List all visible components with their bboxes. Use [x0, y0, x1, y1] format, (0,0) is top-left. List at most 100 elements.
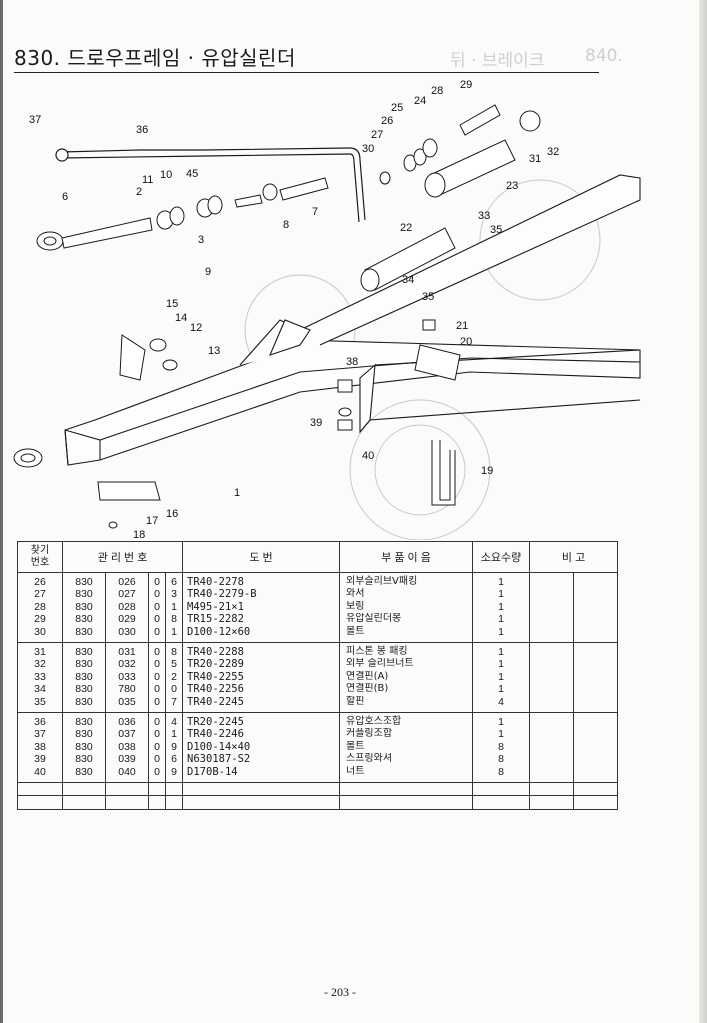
cell-dwg: TR40-2256 — [182, 683, 341, 696]
cell-no: 29 — [17, 613, 63, 626]
callout-22: 22 — [400, 222, 412, 234]
cell-a: 0 — [148, 740, 166, 754]
callout-numbers: 1 2 3 6 7 8 9 10 11 12 13 14 15 16 17 18… — [29, 80, 559, 540]
cell-remarks — [529, 613, 575, 626]
callout-9: 9 — [205, 266, 211, 278]
cell-g: 830 — [62, 740, 106, 754]
cell-name: 유압호스조합 — [339, 712, 474, 729]
cell-name: 스프링와셔 — [339, 753, 474, 766]
cell-qty: 8 — [472, 753, 531, 766]
cell-g: 830 — [62, 683, 106, 696]
cell-remarks — [573, 728, 619, 741]
cell-a: 0 — [148, 695, 166, 714]
cell-dwg: D100-14×40 — [182, 740, 341, 754]
empty-cell — [62, 782, 106, 797]
callout-40: 40 — [362, 450, 374, 462]
cell-name: 할핀 — [339, 695, 474, 714]
cell-remarks — [573, 642, 619, 659]
cell-dwg: D170B-14 — [182, 765, 341, 784]
cell-remarks — [529, 600, 575, 614]
callout-10: 10 — [160, 169, 172, 181]
cell-name: 볼트 — [339, 625, 474, 644]
callout-25: 25 — [391, 102, 403, 114]
callout-29: 29 — [460, 80, 472, 91]
cell-qty: 1 — [472, 625, 531, 644]
cell-name: 연결핀(A) — [339, 670, 474, 684]
cell-remarks — [529, 625, 575, 644]
cell-dwg: TR15-2282 — [182, 613, 341, 626]
cell-a: 0 — [148, 642, 166, 659]
callout-37: 37 — [29, 114, 41, 126]
cell-remarks — [573, 613, 619, 626]
cell-dwg: TR20-2289 — [182, 658, 341, 671]
cell-remarks — [573, 572, 619, 589]
towbar-assembly — [13, 177, 329, 468]
empty-cell — [573, 795, 619, 810]
cell-remarks — [529, 712, 575, 729]
page-number: - 203 - — [324, 985, 356, 999]
cell-s: 780 — [105, 683, 149, 696]
cell-dwg: TR40-2278 — [182, 572, 341, 589]
callout-26: 26 — [381, 115, 393, 127]
cell-b: 1 — [164, 600, 184, 614]
cell-qty: 4 — [472, 695, 531, 714]
cell-g: 830 — [62, 600, 106, 614]
callout-6: 6 — [62, 191, 68, 203]
callout-35a: 35 — [490, 224, 502, 236]
cell-s: 039 — [105, 753, 149, 766]
cell-remarks — [529, 683, 575, 696]
page-right-edge — [699, 0, 707, 1023]
cell-qty: 8 — [472, 765, 531, 784]
cell-name: 볼트 — [339, 740, 474, 754]
cell-b: 4 — [164, 712, 184, 729]
cell-name: 피스톤 봉 패킹 — [339, 642, 474, 659]
empty-cell — [182, 782, 341, 797]
cell-remarks — [529, 642, 575, 659]
cell-dwg: M495-21×1 — [182, 600, 341, 614]
cell-no: 33 — [17, 670, 63, 684]
hydraulic-cylinder — [360, 104, 541, 292]
callout-13: 13 — [208, 345, 220, 357]
cell-no: 37 — [17, 728, 63, 741]
cell-remarks — [529, 728, 575, 741]
empty-cell — [17, 795, 63, 810]
cell-g: 830 — [62, 765, 106, 784]
callout-20: 20 — [460, 336, 472, 348]
cell-b: 3 — [164, 588, 184, 601]
cell-qty: 8 — [472, 740, 531, 754]
callout-17: 17 — [146, 515, 158, 527]
cell-a: 0 — [148, 670, 166, 684]
cell-name: 커플링조합 — [339, 728, 474, 741]
cell-s: 032 — [105, 658, 149, 671]
callout-1: 1 — [234, 487, 240, 499]
cell-g: 830 — [62, 695, 106, 714]
header-find-no: 찾기 번호 — [17, 541, 63, 573]
cell-g: 830 — [62, 728, 106, 741]
callout-19: 19 — [481, 465, 493, 477]
cell-b: 9 — [164, 765, 184, 784]
header-qty: 소요수량 — [472, 541, 531, 573]
empty-cell — [339, 782, 474, 797]
callout-21: 21 — [456, 320, 468, 332]
hardware-fasteners — [97, 319, 461, 529]
callout-14: 14 — [175, 312, 187, 324]
cell-qty: 1 — [472, 642, 531, 659]
exploded-parts-diagram: 1 2 3 6 7 8 9 10 11 12 13 14 15 16 17 18… — [13, 80, 641, 540]
cell-remarks — [529, 572, 575, 589]
cell-name: 외부슬리브V패킹 — [339, 572, 474, 589]
callout-38: 38 — [346, 356, 358, 368]
callout-23: 23 — [506, 180, 518, 192]
callout-36: 36 — [136, 124, 148, 136]
cell-remarks — [573, 683, 619, 696]
cell-dwg: TR40-2279-B — [182, 588, 341, 601]
cell-dwg: TR40-2245 — [182, 695, 341, 714]
cell-name: 연결핀(B) — [339, 683, 474, 696]
cell-b: 8 — [164, 613, 184, 626]
empty-cell — [472, 795, 531, 810]
cell-b: 0 — [164, 683, 184, 696]
